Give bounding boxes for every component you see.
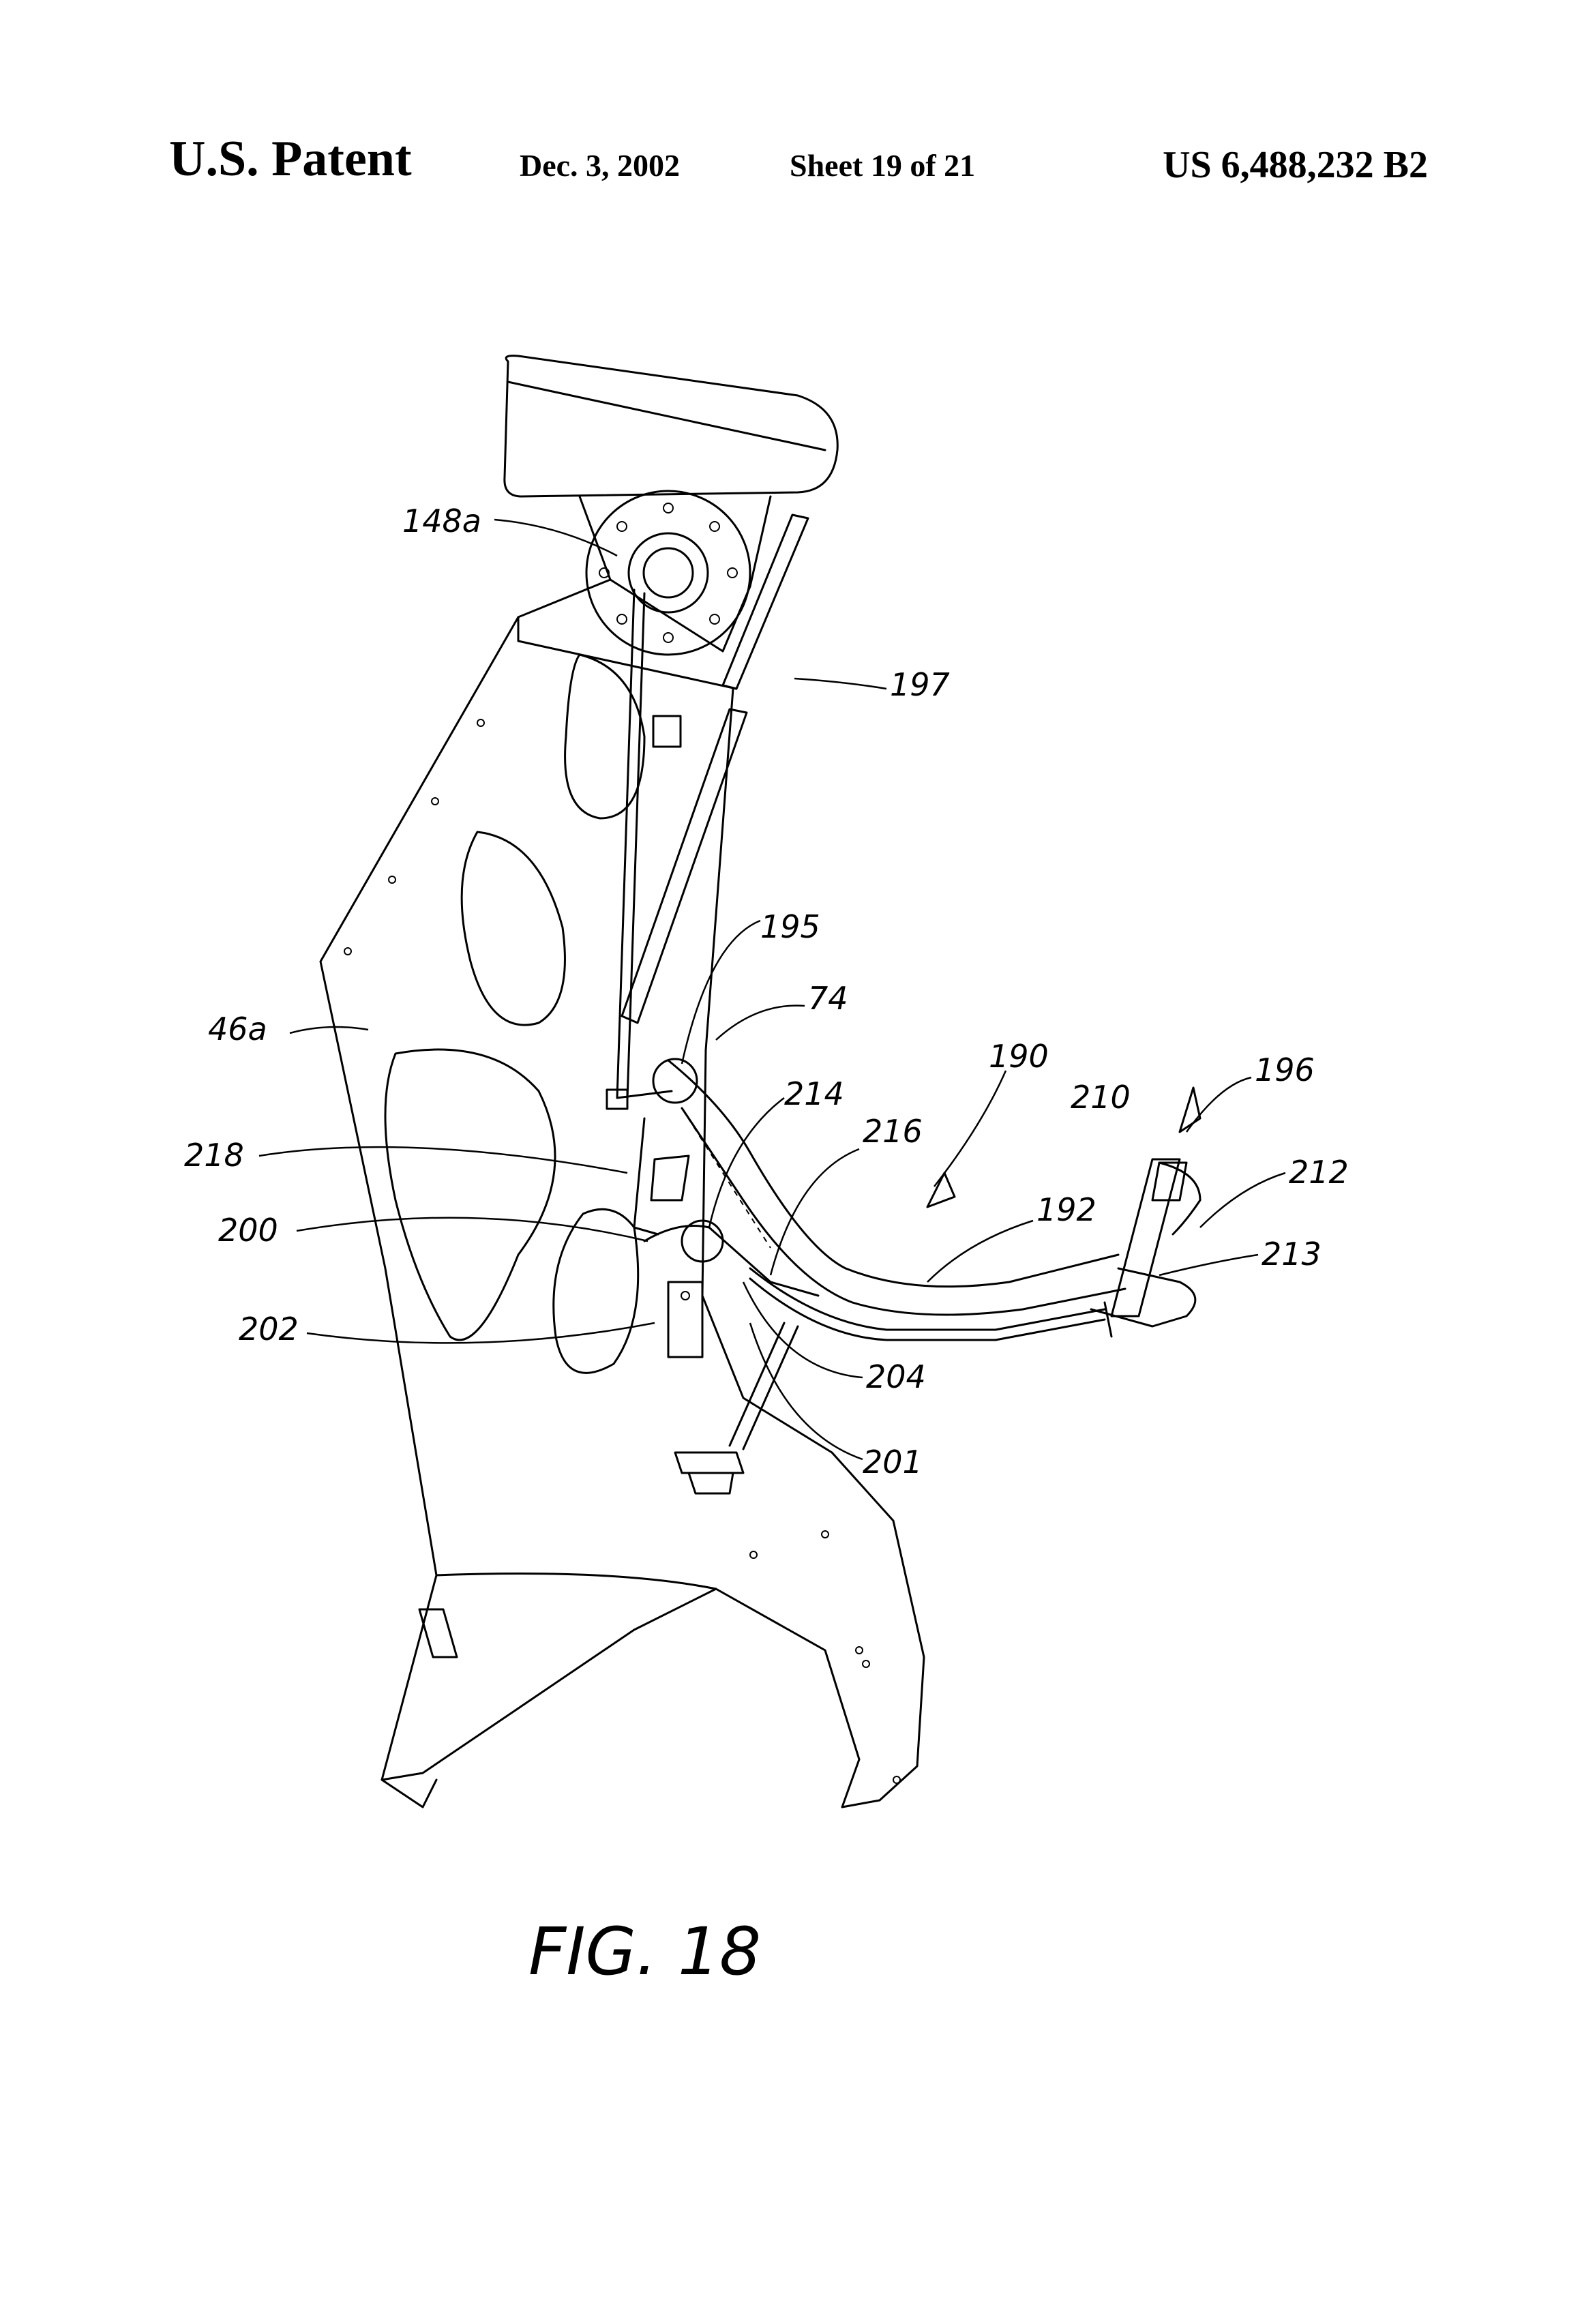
arrow-190 (926, 1172, 956, 1208)
header-patent-number: US 6,488,232 B2 (1163, 144, 1428, 186)
header-sheet: Sheet 19 of 21 (790, 148, 976, 183)
label-196: 196 (1255, 1052, 1315, 1088)
rail-197 (721, 513, 809, 690)
label-212: 212 (1289, 1154, 1349, 1191)
label-216: 216 (863, 1113, 923, 1150)
link-rod (616, 589, 646, 1101)
label-204: 204 (866, 1358, 926, 1395)
label-192: 192 (1036, 1191, 1096, 1228)
seat-cushion (503, 355, 839, 498)
label-201: 201 (863, 1444, 923, 1480)
grip-assembly (1090, 1158, 1202, 1338)
header-publication: U.S. Patent (169, 131, 412, 187)
label-148a: 148a (402, 503, 481, 539)
pivot-195 (606, 1058, 698, 1110)
label-197: 197 (890, 666, 950, 703)
header-date: Dec. 3, 2002 (520, 148, 681, 183)
frame-plate-46a (319, 578, 925, 1808)
flange-148a (585, 490, 751, 656)
label-214: 214 (784, 1075, 844, 1112)
label-46a: 46a (208, 1011, 267, 1047)
label-190: 190 (989, 1038, 1049, 1075)
label-200: 200 (218, 1212, 278, 1249)
label-195: 195 (760, 908, 820, 945)
arrow-196 (1178, 1086, 1202, 1133)
label-210: 210 (1071, 1079, 1131, 1116)
handlebar-192 (667, 1059, 1126, 1341)
label-202: 202 (239, 1311, 299, 1347)
lower-rail (621, 708, 748, 1024)
label-218: 218 (184, 1137, 244, 1174)
seat-mount (578, 495, 772, 653)
leader-lines (258, 518, 1286, 1461)
label-74: 74 (808, 980, 848, 1017)
label-213: 213 (1262, 1236, 1322, 1272)
figure-caption: FIG. 18 (528, 1913, 761, 1990)
